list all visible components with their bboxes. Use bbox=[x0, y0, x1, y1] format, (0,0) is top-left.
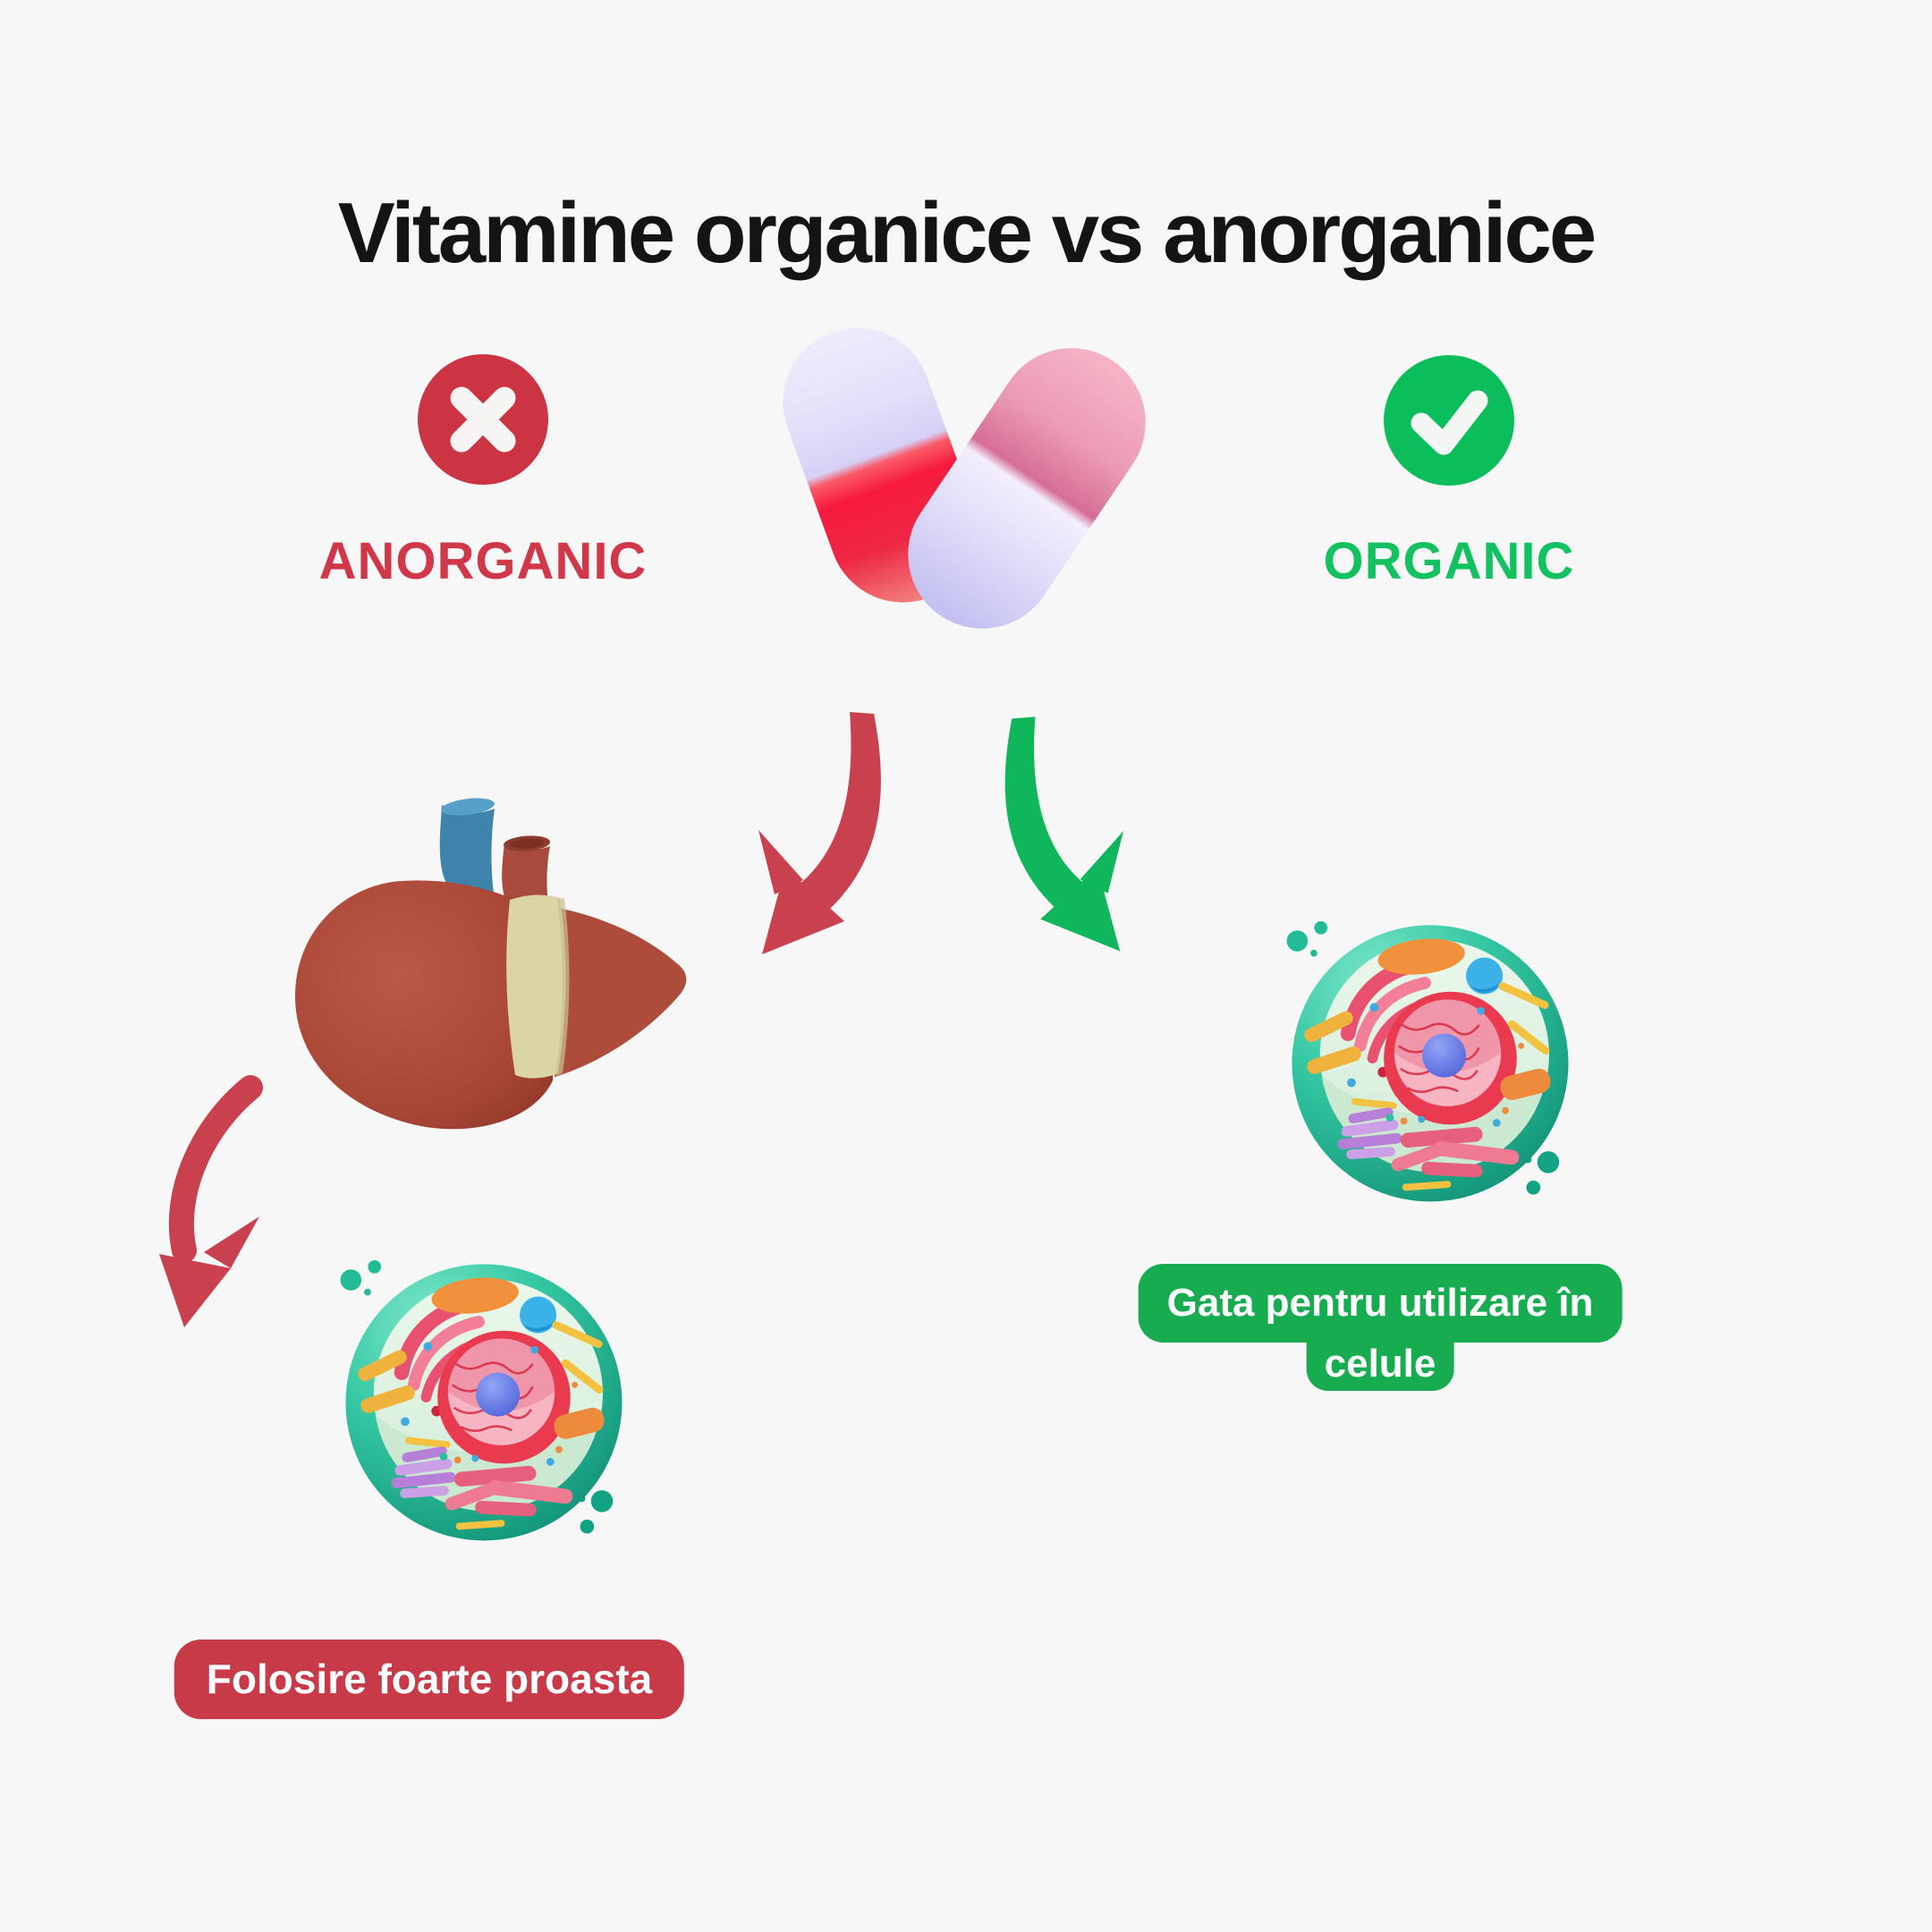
check-circle-icon bbox=[1384, 355, 1514, 486]
animal-cell-icon-right bbox=[1271, 901, 1586, 1216]
page-title: Vitamine organice vs anorganice bbox=[337, 185, 1597, 282]
liver-icon bbox=[294, 798, 687, 1130]
anorganic-result-badge: Folosire foarte proasta bbox=[174, 1640, 685, 1719]
organic-result-badge: Gata pentru utilizare în celule bbox=[1138, 1264, 1623, 1391]
red-curved-arrow-2-icon bbox=[159, 1075, 263, 1327]
x-circle-icon bbox=[418, 354, 548, 485]
pills-icon bbox=[761, 307, 1174, 658]
red-curved-arrow-icon bbox=[758, 712, 881, 954]
organic-badge-line-2: celule bbox=[1306, 1330, 1454, 1391]
organic-label: ORGANIC bbox=[1323, 532, 1575, 590]
animal-cell-icon-left bbox=[325, 1240, 640, 1555]
anorganic-label: ANORGANIC bbox=[318, 532, 648, 590]
organic-badge-line-1: Gata pentru utilizare în bbox=[1138, 1264, 1623, 1343]
green-curved-arrow-icon bbox=[1004, 716, 1123, 952]
